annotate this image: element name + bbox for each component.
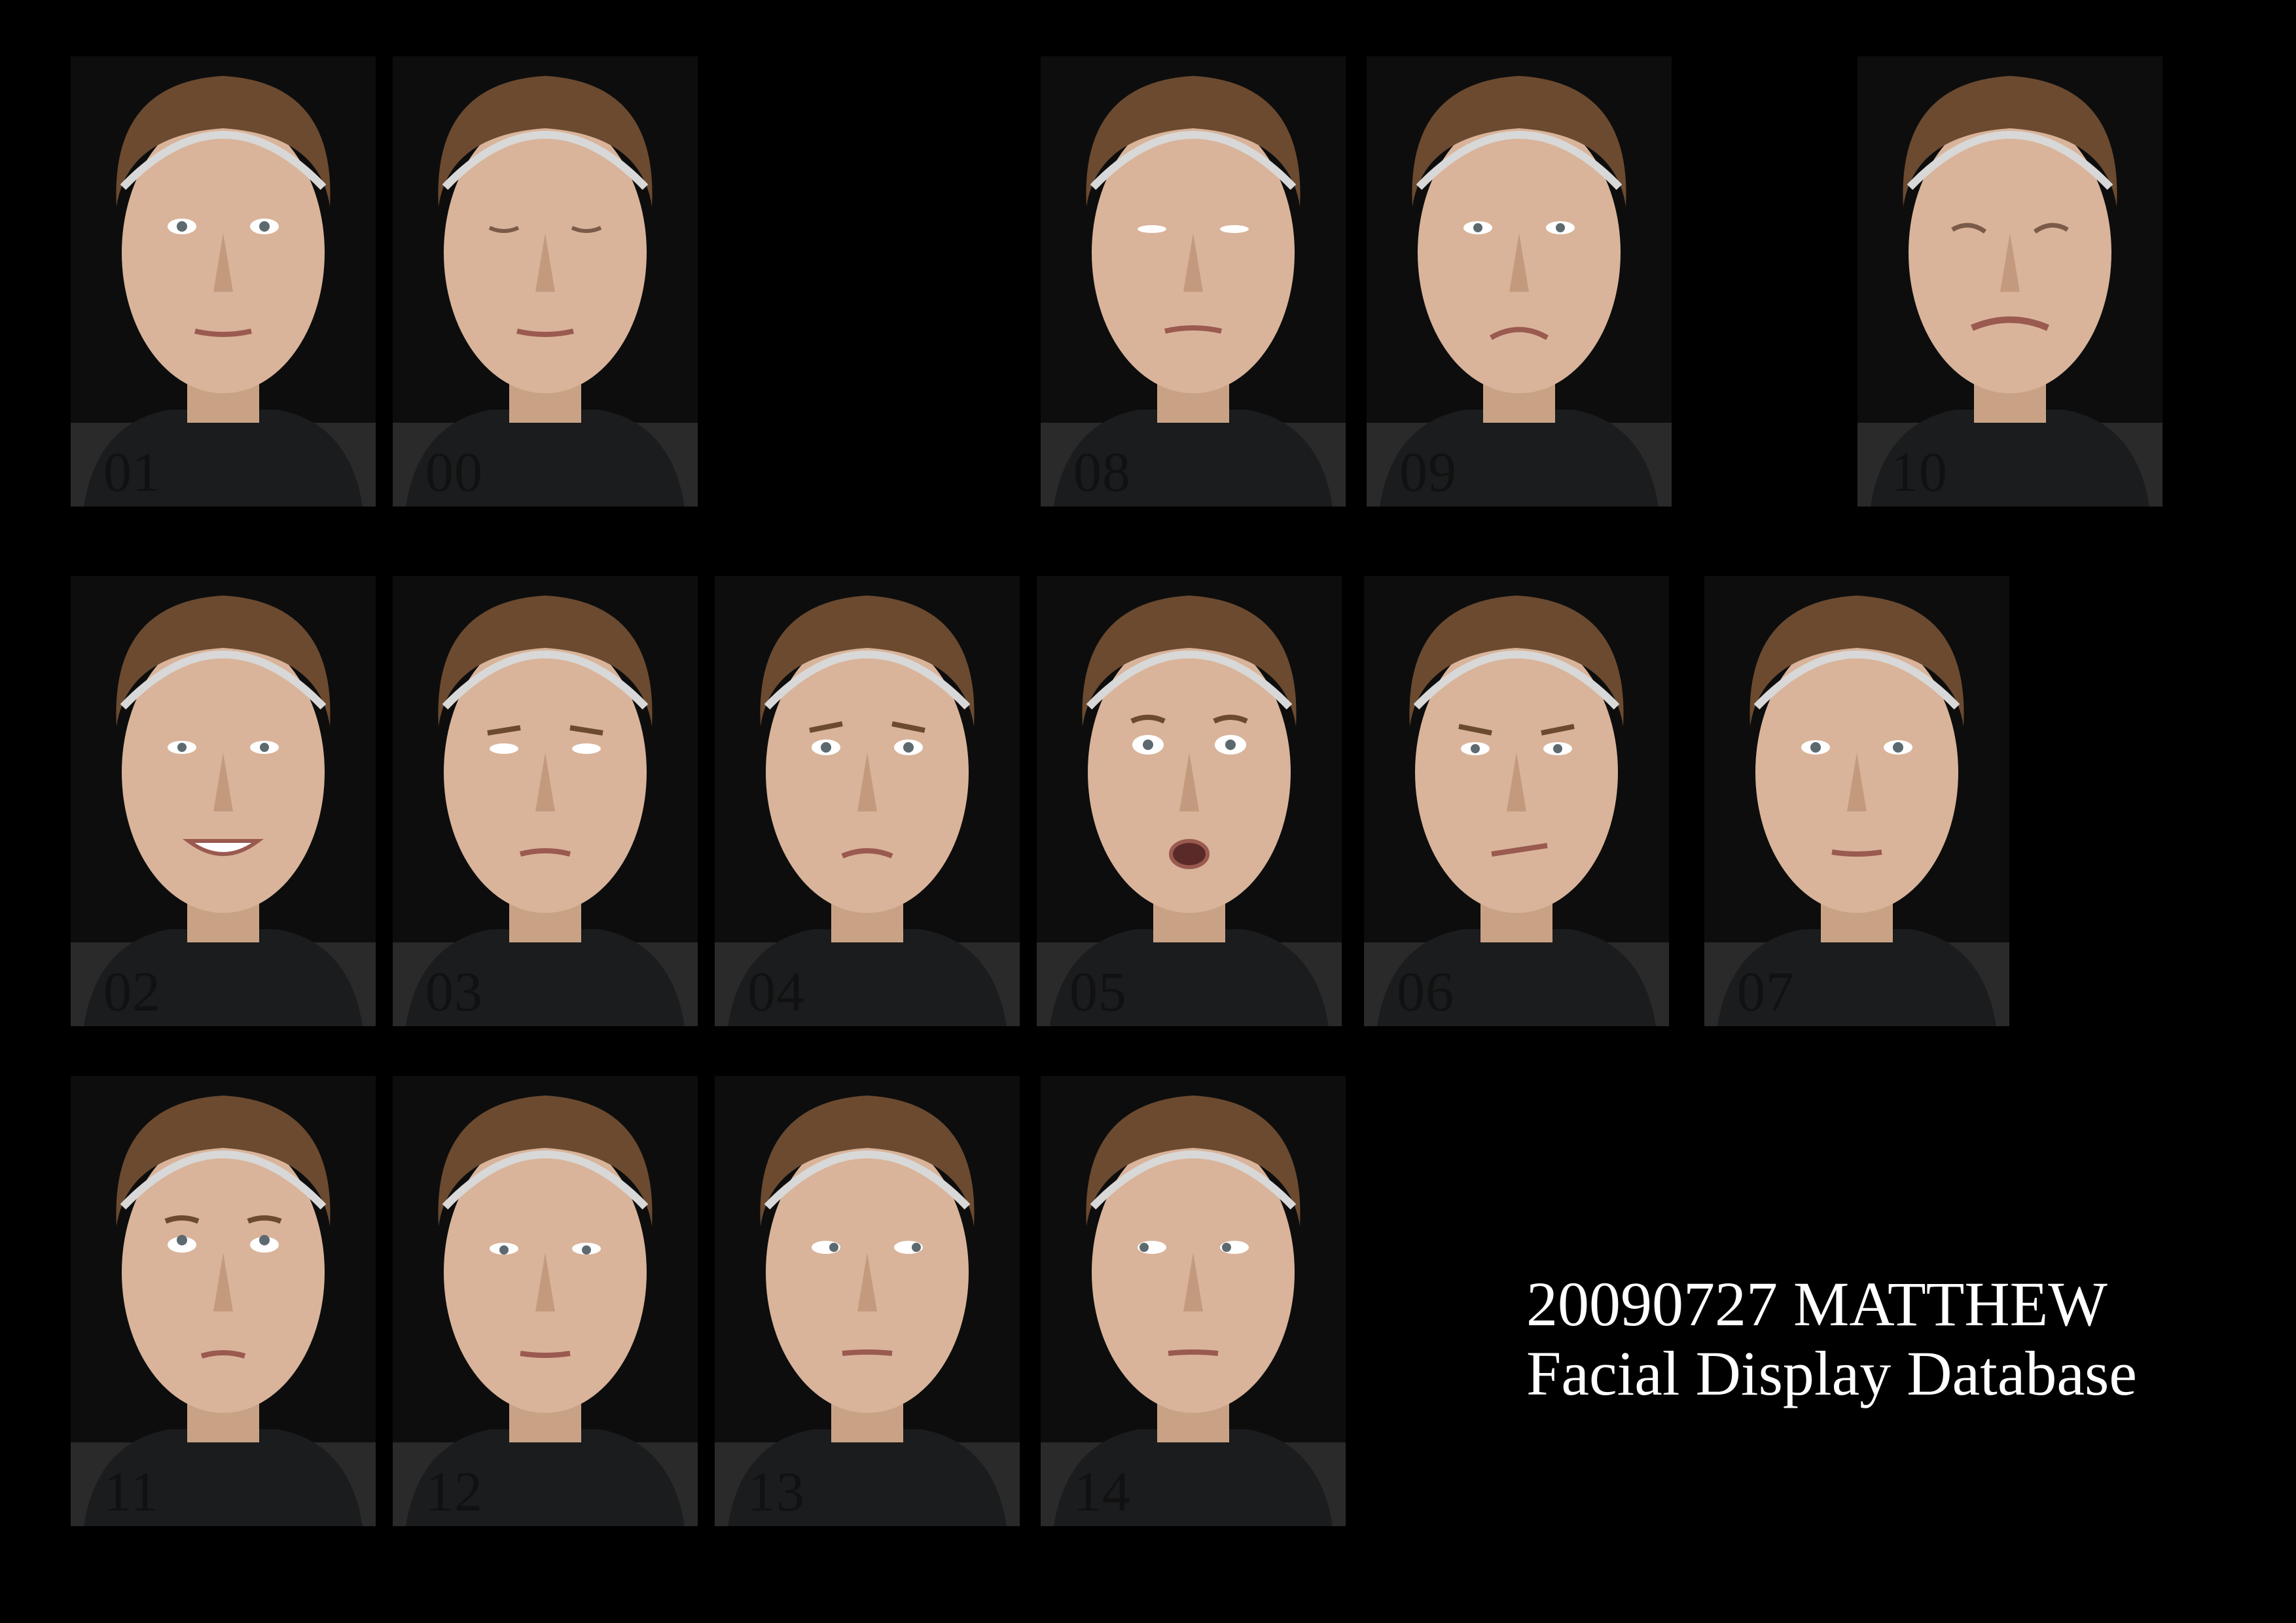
photo-number: 02: [103, 960, 161, 1023]
face-image: [71, 56, 376, 507]
photo-number: 07: [1737, 960, 1795, 1023]
photo-number: 05: [1069, 960, 1127, 1023]
face-image: [715, 1076, 1020, 1526]
face-photo-02: 02: [71, 576, 376, 1026]
photo-number: 12: [425, 1460, 483, 1523]
photo-number: 01: [103, 440, 161, 503]
photo-number: 10: [1890, 440, 1948, 503]
face-image: [1857, 56, 2162, 507]
face-photo-13: 13: [715, 1076, 1020, 1526]
photo-number: 03: [425, 960, 483, 1023]
face-image: [71, 576, 376, 1026]
photo-number: 11: [103, 1460, 159, 1523]
face-image: [1041, 1076, 1346, 1526]
face-photo-12: 12: [393, 1076, 698, 1526]
caption-subtitle: Facial Display Database: [1526, 1338, 2137, 1408]
photo-number: 08: [1073, 440, 1131, 503]
face-image: [1364, 576, 1669, 1026]
face-photo-09: 09: [1367, 56, 1672, 507]
face-photo-00: 00: [393, 56, 698, 507]
caption-title: 20090727 MATTHEW: [1526, 1269, 2108, 1339]
face-image: [71, 1076, 376, 1526]
photo-number: 09: [1399, 440, 1457, 503]
face-photo-11: 11: [71, 1076, 376, 1526]
face-image: [1704, 576, 2009, 1026]
face-image: [1037, 576, 1342, 1026]
face-image: [1041, 56, 1346, 507]
face-photo-05: 05: [1037, 576, 1342, 1026]
database-caption: 20090727 MATTHEW Facial Display Database: [1526, 1270, 2137, 1408]
face-image: [393, 1076, 698, 1526]
face-photo-06: 06: [1364, 576, 1669, 1026]
face-photo-08: 08: [1041, 56, 1346, 507]
photo-number: 13: [747, 1460, 805, 1523]
face-image: [393, 576, 698, 1026]
face-photo-10: 10: [1857, 56, 2162, 507]
face-photo-03: 03: [393, 576, 698, 1026]
face-photo-01: 01: [71, 56, 376, 507]
face-image: [393, 56, 698, 507]
face-photo-04: 04: [715, 576, 1020, 1026]
photo-number: 14: [1073, 1460, 1131, 1523]
photo-number: 00: [425, 440, 483, 503]
photo-number: 04: [747, 960, 805, 1023]
face-photo-14: 14: [1041, 1076, 1346, 1526]
face-image: [715, 576, 1020, 1026]
photo-number: 06: [1397, 960, 1454, 1023]
face-photo-07: 07: [1704, 576, 2009, 1026]
face-image: [1367, 56, 1672, 507]
